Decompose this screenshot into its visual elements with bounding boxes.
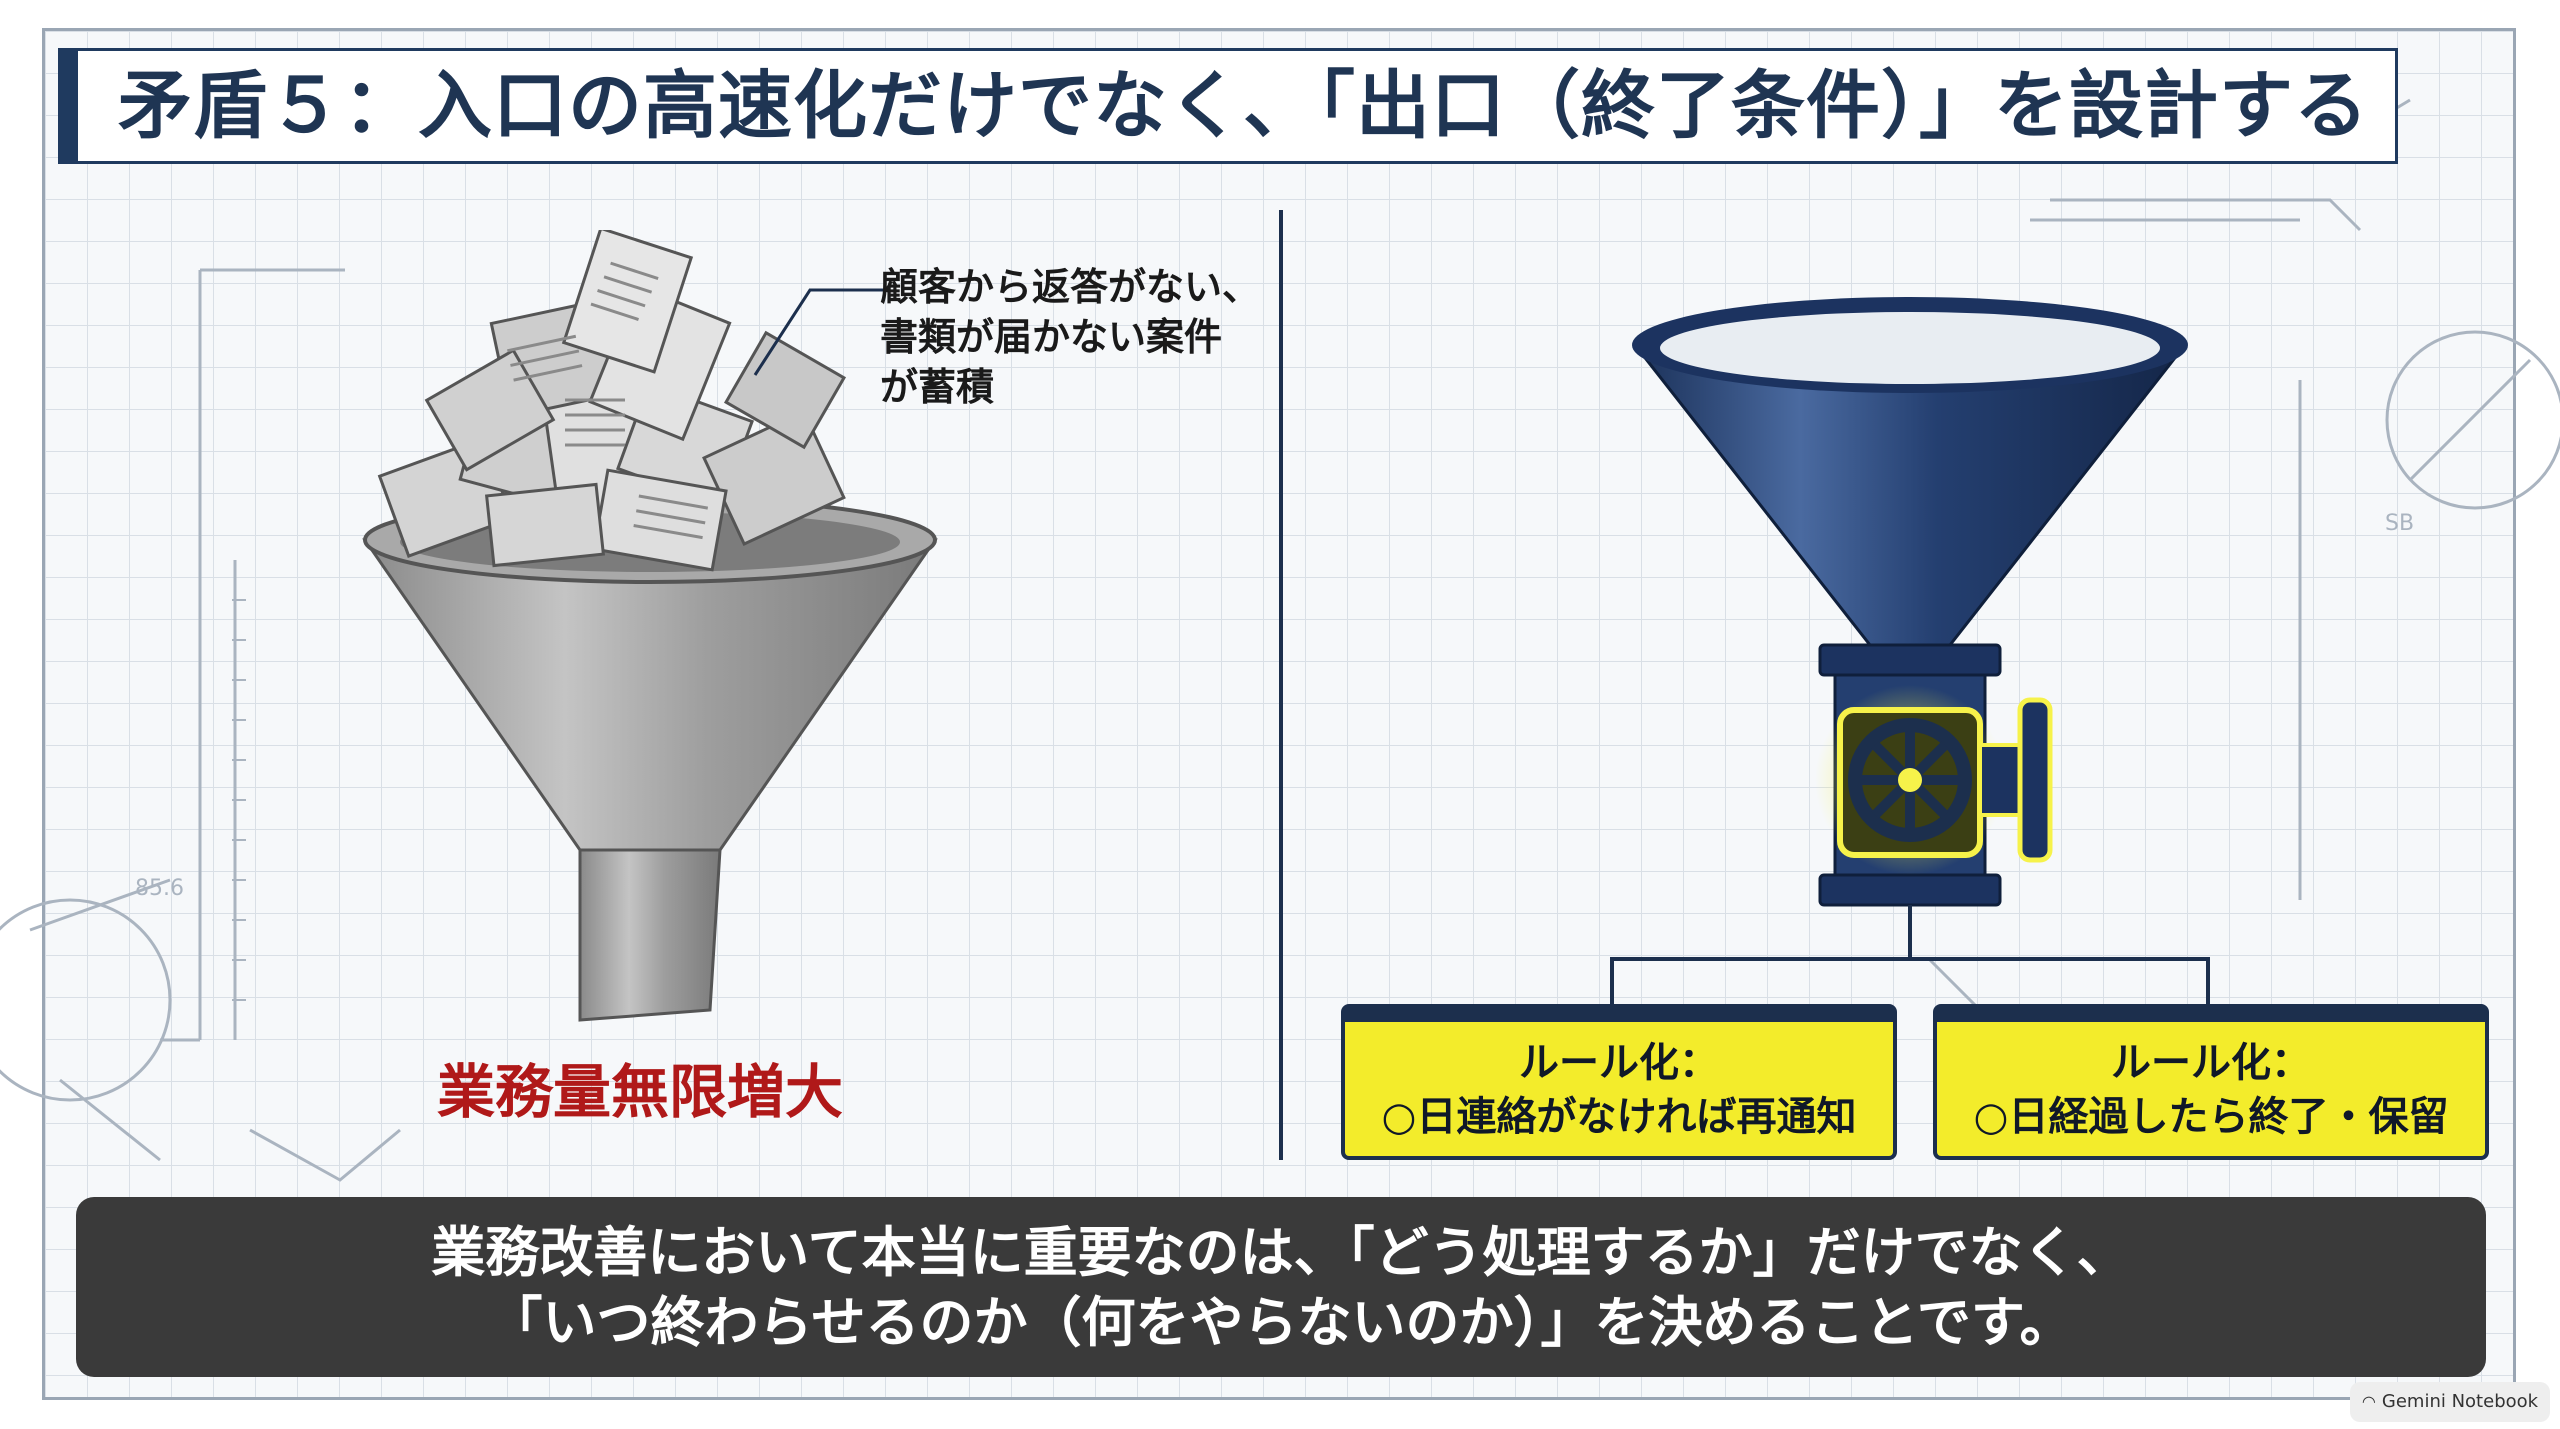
center-divider [1279,210,1283,1160]
title-banner: 矛盾５：入口の高速化だけでなく、「出口（終了条件）」を設計する [58,48,2398,164]
rule-box-resend: ルール化： ○日連絡がなければ再通知 [1341,1004,1897,1160]
rule-connector-lines [1610,957,2210,1010]
callout-line-2: 書類が届かない案件 [880,315,1223,359]
gemini-notebook-badge: ◠ Gemini Notebook [2350,1382,2550,1422]
deco-number-2: SB [2385,511,2414,536]
page-title: 矛盾５：入口の高速化だけでなく、「出口（終了条件）」を設計する [118,63,2369,149]
valve-wheel-icon [1815,685,2053,875]
callout-line-3: が蓄積 [880,365,995,409]
rule-box-close: ルール化： ○日経過したら終了・保留 [1933,1004,2489,1160]
rule-text-1: ○日連絡がなければ再通知 [1381,1094,1857,1140]
warning-label: 業務量無限増大 [436,1058,843,1126]
rule-heading-2: ルール化： [2111,1040,2311,1086]
caption-line-1: 業務改善において本当に重要なのは、「どう処理するか」だけでなく、 [431,1221,2131,1284]
rule-text-2: ○日経過したら終了・保留 [1973,1094,2449,1140]
caption-bar: 業務改善において本当に重要なのは、「どう処理するか」だけでなく、 「いつ終わらせ… [76,1197,2486,1377]
deco-number-1: 85.6 [135,876,184,901]
valve-funnel-illustration [1631,297,2189,960]
caption-line-2: 「いつ終わらせるのか（何をやらないのか）」を決めることです。 [488,1291,2074,1354]
backlog-callout: 顧客から返答がない、 書類が届かない案件 が蓄積 [880,262,1300,412]
callout-leader-line [753,288,885,376]
gemini-logo-icon: ◠ [2361,1392,2376,1411]
callout-line-1: 顧客から返答がない、 [880,265,1261,309]
rule-heading-1: ルール化： [1519,1040,1719,1086]
badge-label: Gemini Notebook [2381,1391,2539,1412]
overflowing-funnel-illustration [362,230,938,1022]
